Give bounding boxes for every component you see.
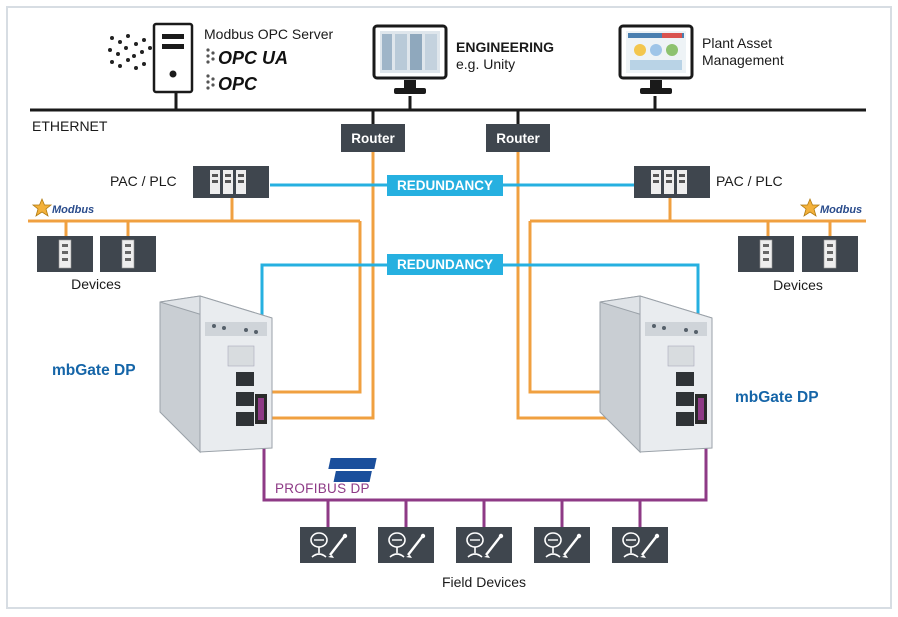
opc-ua-logo: OPC UA	[206, 48, 288, 68]
plc-icon	[193, 166, 269, 198]
server-icon	[108, 22, 194, 94]
redundancy-top-label: REDUNDANCY	[397, 178, 493, 193]
svg-text:OPC: OPC	[218, 74, 258, 94]
profibus-label: PROFIBUS DP	[275, 481, 370, 496]
io-device-icon	[802, 236, 858, 272]
profibus-logo-text: PROFI	[514, 460, 548, 469]
redundancy-mid-label: REDUNDANCY	[397, 257, 493, 272]
io-device-icon	[738, 236, 794, 272]
modbus-logo-right: Modbus	[799, 197, 862, 217]
modbus-left-label: Modbus	[52, 204, 94, 216]
field-device-icon	[456, 527, 512, 563]
mbgate-left-label: mbGate DP	[52, 362, 136, 379]
field-device-icon	[534, 527, 590, 563]
ethernet-label: ETHERNET	[32, 118, 108, 134]
plc-right-label: PAC / PLC	[716, 173, 783, 189]
modbus-right-label: Modbus	[820, 204, 862, 216]
asset-mgmt-line1: Plant Asset	[702, 35, 772, 51]
router-to-gateway-left	[250, 152, 375, 420]
profibus-logo-text: BUS	[527, 473, 550, 482]
svg-text:OPC UA: OPC UA	[218, 48, 288, 68]
modbus-star-icon	[799, 197, 821, 217]
router-left-label: Router	[351, 131, 395, 146]
modbus-to-gateway-left	[250, 221, 362, 394]
opc-server-label: Modbus OPC Server	[204, 26, 333, 42]
engineering-subtitle: e.g. Unity	[456, 56, 515, 72]
io-device-icon	[37, 236, 93, 272]
monitor-icon	[618, 24, 694, 94]
plc-icon	[634, 166, 710, 198]
engineering-title: ENGINEERING	[456, 39, 554, 55]
field-device-icon	[378, 527, 434, 563]
io-device-icon	[100, 236, 156, 272]
devices-left-label: Devices	[71, 276, 121, 292]
router-right: Router	[486, 124, 550, 152]
modbus-star-icon	[31, 197, 53, 217]
gateway-device-icon	[599, 295, 713, 454]
opc-logo: OPC	[206, 74, 258, 94]
plc-left-label: PAC / PLC	[110, 173, 177, 189]
monitor-icon	[372, 24, 448, 94]
field-device-icon	[612, 527, 668, 563]
field-device-icon	[300, 527, 356, 563]
gateway-device-icon	[159, 295, 273, 454]
mbgate-right-label: mbGate DP	[735, 389, 819, 406]
devices-right-label: Devices	[773, 277, 823, 293]
asset-mgmt-line2: Management	[702, 52, 784, 68]
redundancy-badge-mid: REDUNDANCY	[387, 254, 503, 275]
modbus-logo-left: Modbus	[31, 197, 94, 217]
redundancy-badge-top: REDUNDANCY	[387, 175, 503, 196]
router-left: Router	[341, 124, 405, 152]
diagram-frame	[6, 6, 892, 609]
profibus-logo: PROFI BUS	[328, 458, 550, 482]
field-devices-label: Field Devices	[442, 574, 526, 590]
router-right-label: Router	[496, 131, 540, 146]
